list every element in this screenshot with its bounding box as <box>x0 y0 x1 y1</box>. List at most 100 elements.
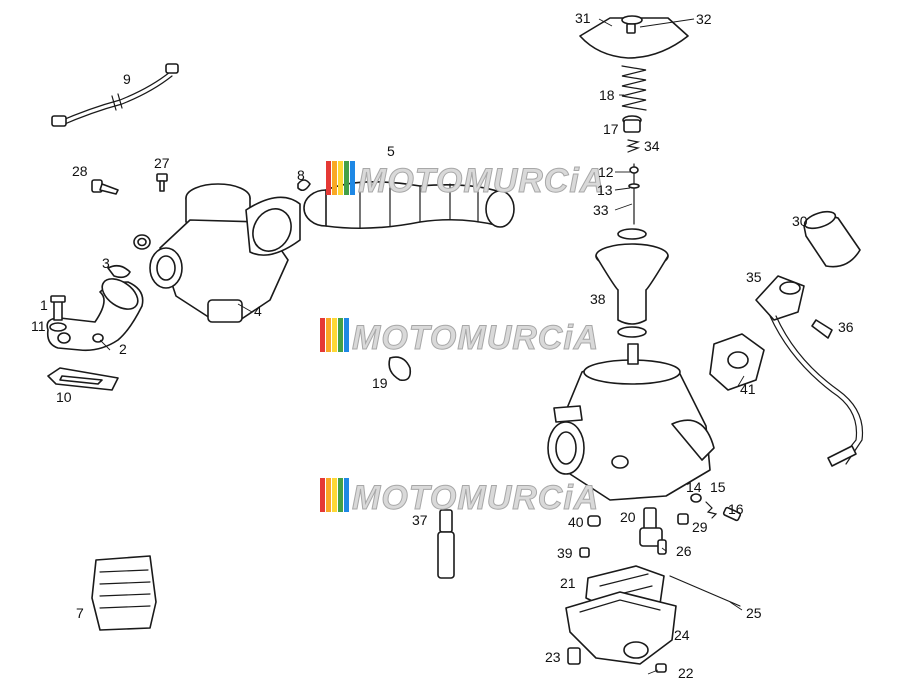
wm-stripe <box>338 478 343 512</box>
part-plug-40 <box>587 515 601 527</box>
callout-29: 29 <box>692 519 708 535</box>
wm-stripe <box>350 161 355 195</box>
wm-stripe <box>344 318 349 352</box>
part-instruction-sheet <box>91 555 157 631</box>
part-bolt-1 <box>50 295 66 321</box>
leader-lines <box>99 18 745 675</box>
callout-35: 35 <box>746 269 762 285</box>
part-screw-22 <box>655 663 667 673</box>
watermark-text: MOTOMURCiA <box>352 319 599 357</box>
part-intake-manifold <box>46 278 144 352</box>
callout-14: 14 <box>686 479 702 495</box>
part-idle-screw-set <box>690 493 742 522</box>
part-emulsion-tube <box>639 507 663 547</box>
callout-labels: 1 2 3 4 5 7 8 9 10 11 12 13 14 15 16 17 … <box>31 10 854 681</box>
watermark-middle: MOTOMURCiA <box>320 318 599 358</box>
wm-stripe <box>326 318 331 352</box>
callout-1: 1 <box>40 297 48 313</box>
wm-stripe <box>326 161 331 195</box>
wm-stripe <box>344 478 349 512</box>
callout-37: 37 <box>412 512 428 528</box>
wm-stripe <box>320 318 325 352</box>
wm-stripe <box>338 161 343 195</box>
part-screw-32 <box>626 23 636 34</box>
wm-stripe <box>344 161 349 195</box>
watermark-top: MOTOMURCiA <box>326 161 605 201</box>
callout-21: 21 <box>560 575 576 591</box>
watermark-bottom: MOTOMURCiA <box>320 478 599 518</box>
callout-7: 7 <box>76 605 84 621</box>
callout-40: 40 <box>568 514 584 530</box>
part-spring-18 <box>621 65 647 111</box>
callout-26: 26 <box>676 543 692 559</box>
callout-17: 17 <box>603 121 619 137</box>
watermark-text: MOTOMURCiA <box>358 162 605 200</box>
part-washer-11 <box>49 322 67 332</box>
part-clamp-8 <box>297 179 311 192</box>
callout-31: 31 <box>575 10 591 26</box>
callout-41: 41 <box>740 381 756 397</box>
callout-12: 12 <box>598 164 614 180</box>
part-carburetor-assembly <box>149 183 301 323</box>
part-diaphragm-slide <box>595 228 669 338</box>
part-cable <box>51 63 179 127</box>
part-nut-39 <box>579 547 590 558</box>
callout-16: 16 <box>728 501 744 517</box>
watermark-text: MOTOMURCiA <box>352 479 599 517</box>
callout-10: 10 <box>56 389 72 405</box>
part-float-pin <box>669 575 741 607</box>
part-o-ring-19 <box>388 356 412 382</box>
callout-39: 39 <box>557 545 573 561</box>
part-screw-29 <box>677 513 689 525</box>
callout-13: 13 <box>597 182 613 198</box>
part-main-jet <box>437 509 455 579</box>
callout-5: 5 <box>387 143 395 159</box>
part-air-boot <box>303 181 515 230</box>
callout-15: 15 <box>710 479 726 495</box>
callout-2: 2 <box>119 341 127 357</box>
callout-19: 19 <box>372 375 388 391</box>
callout-27: 27 <box>154 155 170 171</box>
part-jet-needle <box>628 163 640 225</box>
part-cap-30 <box>803 210 861 268</box>
callout-34: 34 <box>644 138 660 154</box>
wm-stripe <box>332 478 337 512</box>
part-screw-27 <box>156 173 168 192</box>
callout-4: 4 <box>254 303 262 319</box>
wm-stripe <box>332 318 337 352</box>
callout-25: 25 <box>746 605 762 621</box>
wm-stripe <box>332 161 337 195</box>
callout-9: 9 <box>123 71 131 87</box>
part-pilot-jet <box>657 539 667 555</box>
callout-36: 36 <box>838 319 854 335</box>
part-clamp-3 <box>107 264 131 279</box>
part-choke-41 <box>709 333 765 391</box>
callout-32: 32 <box>696 11 712 27</box>
callout-3: 3 <box>102 255 110 271</box>
callout-24: 24 <box>674 627 690 643</box>
part-float-bowl <box>565 591 677 665</box>
callout-18: 18 <box>599 87 615 103</box>
part-screw-28 <box>91 179 119 195</box>
part-carburetor-body <box>547 343 715 501</box>
part-valve-35 <box>755 275 864 467</box>
part-spring-34 <box>625 139 641 153</box>
callout-11: 11 <box>31 318 46 334</box>
wm-stripe <box>326 478 331 512</box>
callout-30: 30 <box>792 213 808 229</box>
callout-28: 28 <box>72 163 88 179</box>
part-clip-36 <box>811 319 833 339</box>
callout-38: 38 <box>590 291 606 307</box>
part-top-cover <box>579 15 689 59</box>
part-drain-screw <box>567 647 581 665</box>
wm-stripe <box>320 478 325 512</box>
part-ring-small <box>133 234 151 250</box>
callout-33: 33 <box>593 202 609 218</box>
part-needle-holder <box>622 115 642 133</box>
callout-20: 20 <box>620 509 636 525</box>
callout-8: 8 <box>297 167 305 183</box>
wm-stripe <box>338 318 343 352</box>
callout-23: 23 <box>545 649 561 665</box>
part-gasket-10 <box>47 367 119 391</box>
